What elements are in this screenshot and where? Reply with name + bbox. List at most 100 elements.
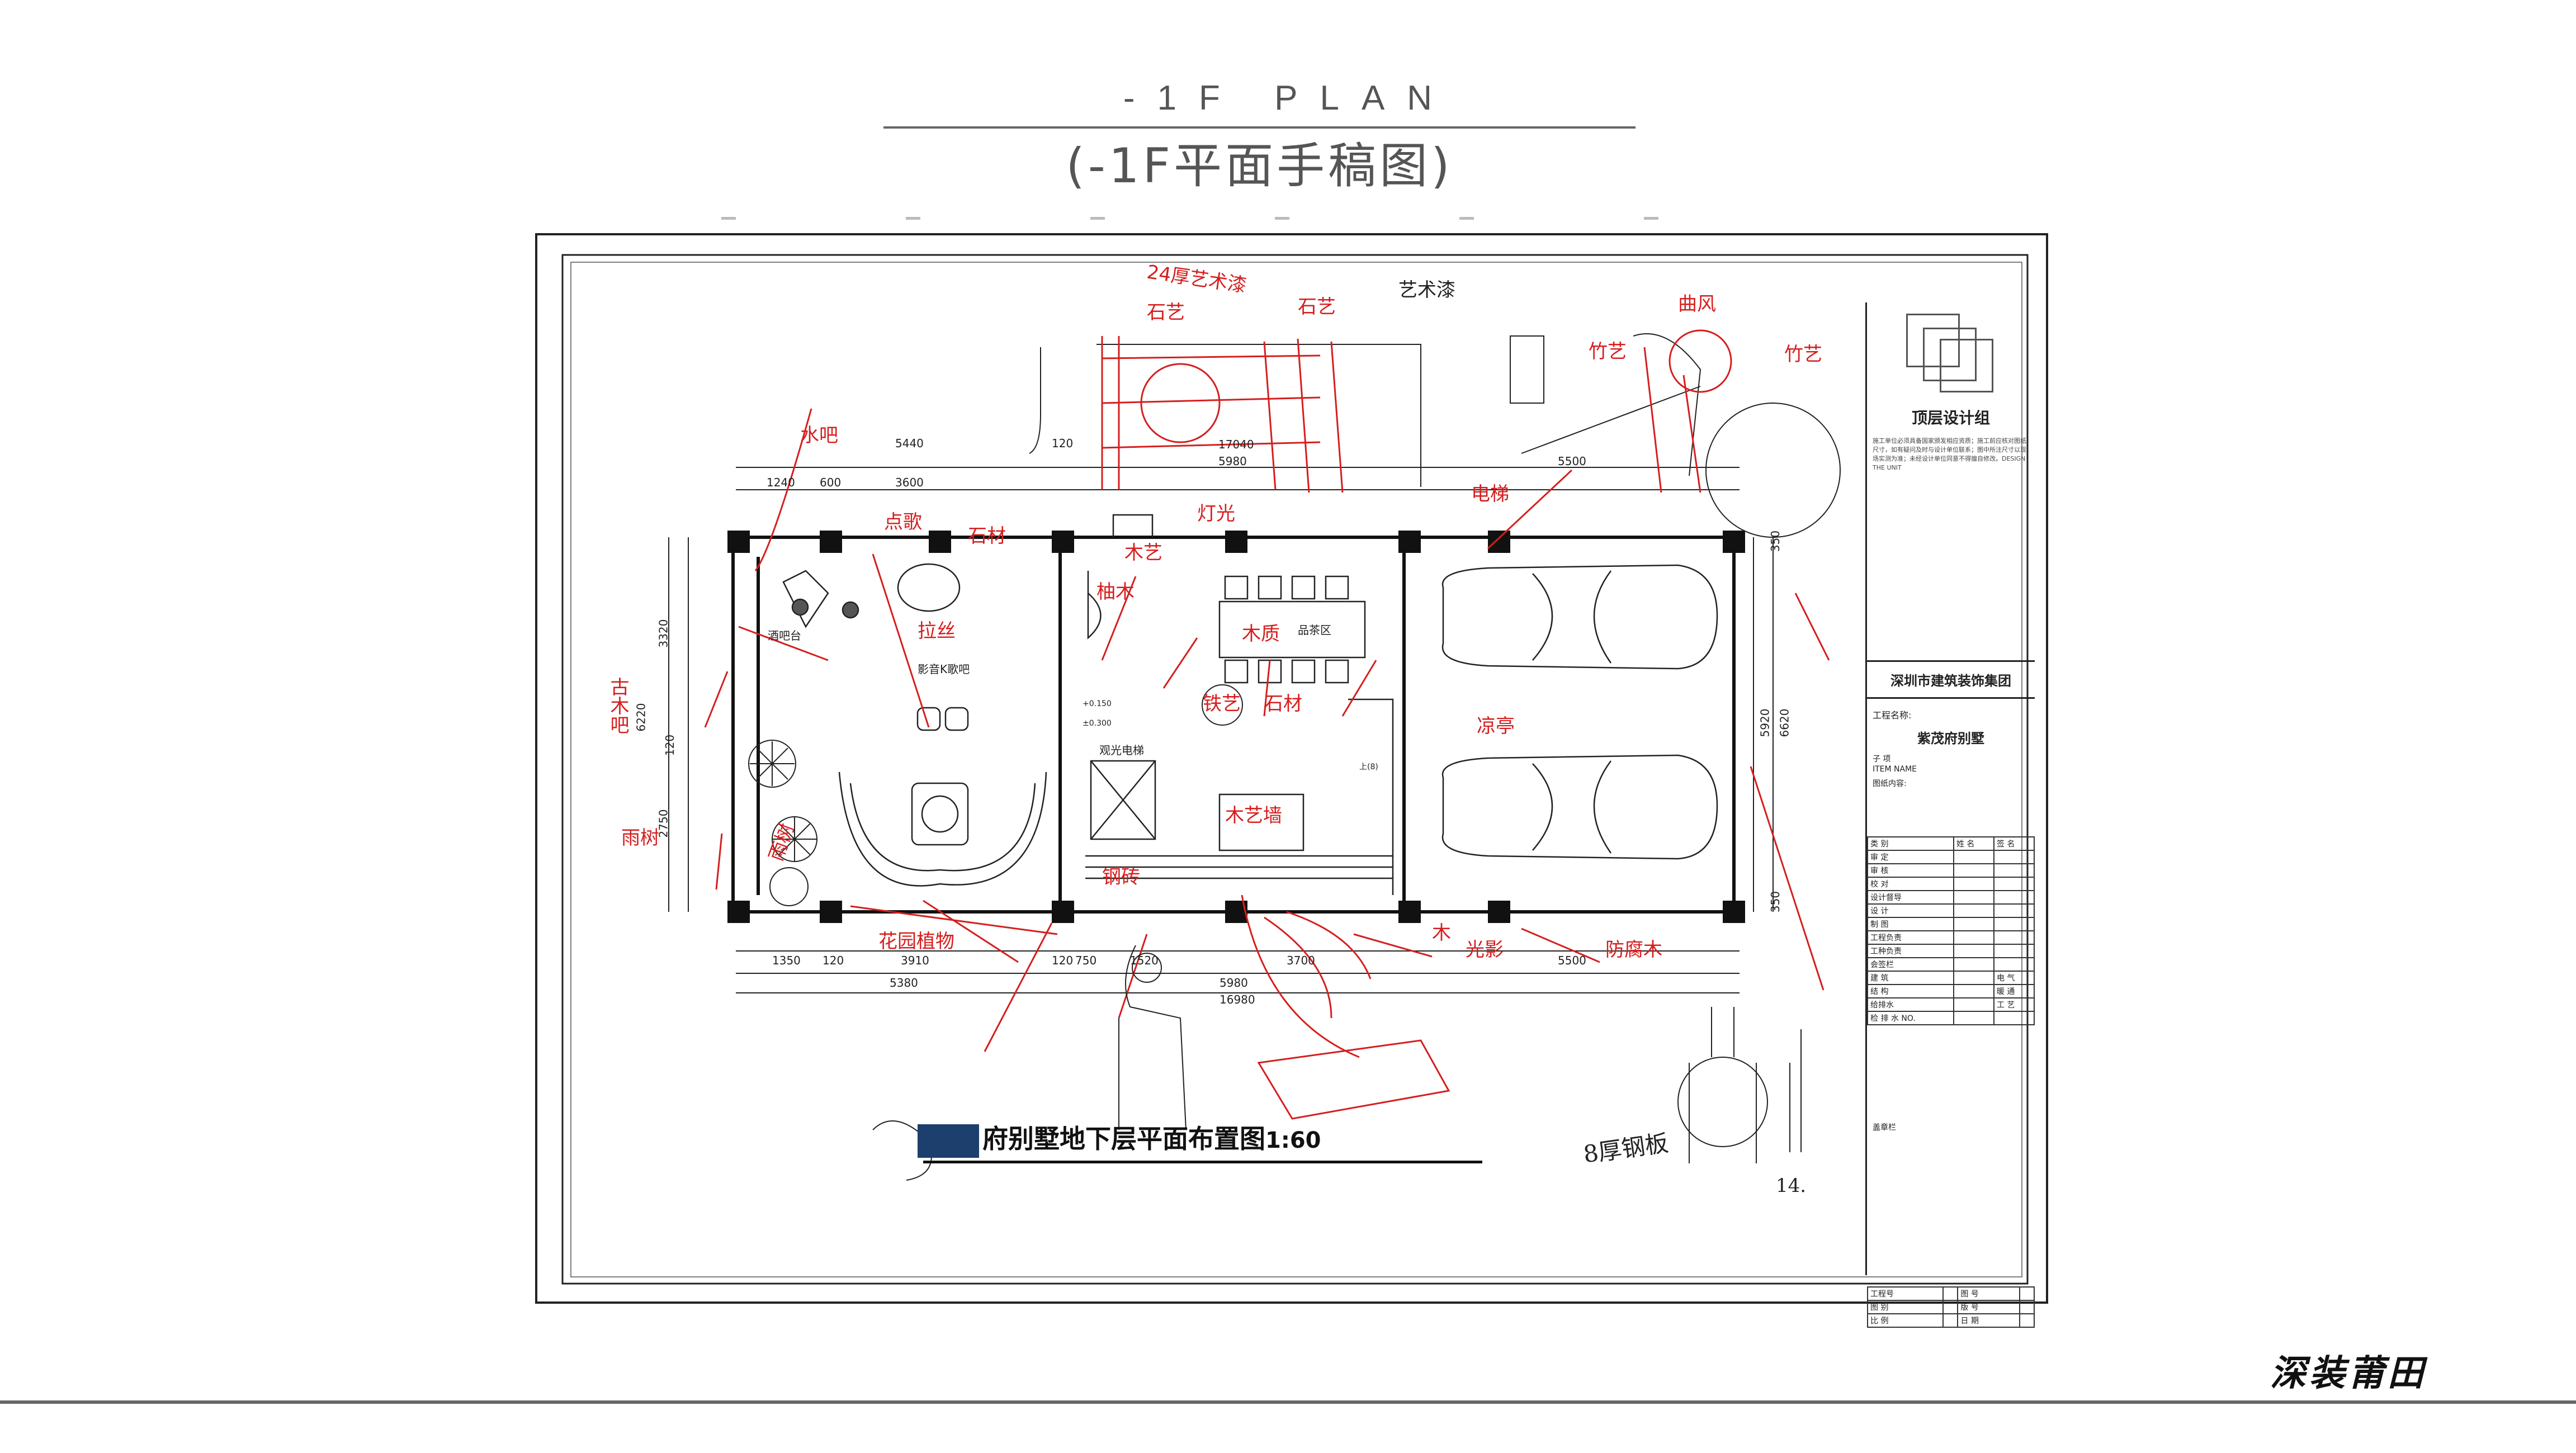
table-row: 校 对	[1867, 877, 2035, 891]
annotation-wood-wall: 木艺墙	[1225, 804, 1282, 827]
dim-top-5500: 5500	[1558, 455, 1586, 468]
dim-left-120: 120	[663, 734, 677, 756]
annotation-brushed: 拉丝	[918, 620, 956, 642]
dim-bottom-3700: 3700	[1287, 954, 1315, 967]
annotation-karaoke: 点歌	[884, 511, 922, 533]
columns	[727, 531, 1745, 923]
dim-bottom-750: 750	[1075, 954, 1097, 967]
annotation-stone-4: 石材	[1264, 693, 1302, 715]
page-title-cn: (-1F平面手稿图)	[1066, 138, 1453, 194]
dim-right-6620: 6620	[1778, 708, 1792, 737]
dim-top-3600: 3600	[895, 476, 924, 489]
floor-plan-drawing	[561, 254, 2029, 1285]
dimension-lines	[668, 467, 1774, 993]
drawing-content-label: 图纸内容:	[1873, 779, 1907, 788]
level-mark-1: +0.150	[1083, 699, 1112, 708]
annotation-curve: 曲风	[1678, 293, 1716, 315]
table-row: 检 排 水 NO.	[1867, 1011, 2035, 1025]
dim-bottom-5500: 5500	[1558, 954, 1586, 967]
dim-left-3320: 3320	[656, 619, 670, 648]
annotation-art-paint-2: 艺术漆	[1398, 279, 1455, 301]
signature-table: 类 别 姓 名 签 名 审 定 审 核 校 对 设计督导 设 计 制 图 工程负…	[1867, 836, 2035, 1025]
room-label-up: 上(8)	[1359, 763, 1378, 772]
room-label-bar: 酒吧台	[768, 629, 801, 642]
annotation-stone-3: 石材	[968, 525, 1006, 547]
table-row: 审 核	[1867, 863, 2035, 878]
dim-top-17040: 17040	[1218, 438, 1254, 451]
dim-top-600: 600	[820, 476, 842, 489]
dim-bottom-5380: 5380	[890, 976, 918, 990]
table-row: 设计督导	[1867, 890, 2035, 905]
handwritten-page-number: 14.	[1776, 1175, 1807, 1197]
drawing-sheet: 5440 120 17040 5980 5500 1240 600 3600 1…	[535, 233, 2048, 1328]
plan-title-text: 府别墅地下层平面布置图	[982, 1124, 1265, 1154]
dim-bottom-120: 120	[823, 954, 844, 967]
table-row: 会签栏	[1867, 957, 2035, 972]
header-divider	[883, 126, 1636, 129]
annotation-light-shadow: 光影	[1466, 939, 1504, 961]
red-sketch-strokes	[704, 329, 1830, 1120]
annotation-steel-brick: 钢砖	[1102, 866, 1140, 888]
dim-top-120: 120	[1052, 437, 1074, 450]
annotation-wood-2: 木	[1432, 922, 1451, 944]
dim-bottom-16980: 16980	[1220, 993, 1255, 1006]
table-row: 工程号图 号	[1866, 1286, 2035, 1301]
table-row: 图 别版 号	[1866, 1300, 2035, 1314]
dim-right-350: 350	[1769, 530, 1783, 552]
dim-right-5920: 5920	[1758, 708, 1772, 737]
construction-notes: 施工单位必须具备国家颁发相应资质；施工前应核对图纸尺寸，如有疑问及时与设计单位联…	[1873, 437, 2026, 471]
footer-divider	[0, 1400, 2576, 1404]
dim-bottom-3910: 3910	[901, 954, 929, 967]
title-block: 顶层设计组 施工单位必须具备国家颁发相应资质；施工前应核对图纸尺寸，如有疑问及时…	[1865, 302, 2035, 1328]
project-label: 工程名称:	[1873, 710, 1912, 721]
annotation-garden-plants: 花园植物	[878, 930, 954, 953]
plant-symbols	[748, 684, 1243, 906]
ktv-furniture	[782, 563, 1047, 887]
annotation-rain-tree-1: 雨树	[621, 827, 659, 849]
annotation-lighting: 灯光	[1197, 503, 1235, 525]
page-title-en: -1F PLAN	[1123, 79, 1455, 117]
dim-right-350b: 350	[1769, 891, 1783, 913]
table-row: 类 别 姓 名 签 名	[1867, 836, 2035, 851]
annotation-preserved-wood: 防腐木	[1605, 939, 1662, 961]
annotation-elevator: 电梯	[1471, 483, 1509, 505]
plan-scale: 1:60	[1265, 1128, 1321, 1153]
design-group-name: 顶层设计组	[1911, 409, 1990, 427]
table-row: 工程负责	[1867, 930, 2035, 945]
company-logo-icon	[1901, 314, 1996, 392]
annotation-teak: 柚木	[1096, 581, 1135, 603]
annotation-stone-1: 石艺	[1147, 301, 1185, 324]
annotation-wood: 木质	[1242, 623, 1280, 645]
garage-cars	[1441, 564, 1718, 860]
dim-left-6220: 6220	[634, 703, 648, 732]
dim-bottom-5980: 5980	[1220, 976, 1248, 990]
drawing-info-table: 工程号图 号 图 别版 号 比 例日 期	[1866, 1286, 2035, 1328]
company-name: 深圳市建筑装饰集团	[1867, 660, 2035, 699]
annotation-bamboo-2: 竹艺	[1784, 343, 1822, 366]
annotation-pavilion: 凉亭	[1477, 715, 1515, 737]
room-label-tea: 品茶区	[1298, 623, 1331, 637]
central-zone	[1085, 514, 1394, 895]
seal-label: 盖章栏	[1873, 1123, 1896, 1132]
annotation-water-bar: 水吧	[800, 424, 838, 447]
top-elevation-sketches	[1029, 333, 1841, 538]
table-row: 结 构暖 通	[1867, 984, 2035, 998]
dim-bottom-1520: 1520	[1130, 954, 1159, 967]
table-row: 建 筑电 气	[1867, 971, 2035, 985]
annotation-stone-2: 石艺	[1298, 296, 1336, 318]
table-row: 给排水工 艺	[1867, 997, 2035, 1012]
dim-bottom-120b: 120	[1052, 954, 1074, 967]
plan-title-redaction	[918, 1124, 979, 1158]
table-row: 审 定	[1867, 850, 2035, 864]
dim-top-5440: 5440	[895, 437, 924, 450]
header-dash-row	[721, 217, 1672, 220]
table-row: 工种负责	[1867, 944, 2035, 958]
annotation-wood-art: 木艺	[1124, 542, 1162, 564]
table-row: 设 计	[1867, 903, 2035, 918]
sub-item-label: 子 项 ITEM NAME	[1873, 755, 1917, 774]
plan-title-underline	[923, 1161, 1482, 1163]
project-name: 紫茂府别墅	[1917, 731, 1984, 746]
table-row: 比 例日 期	[1866, 1313, 2035, 1328]
annotation-iron-art: 铁艺	[1203, 693, 1241, 715]
table-row: 制 图	[1867, 917, 2035, 931]
